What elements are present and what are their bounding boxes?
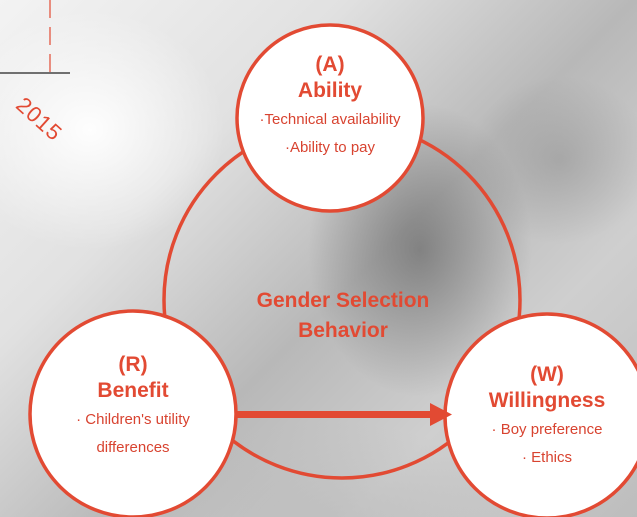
center-label-line1: Gender Selection	[256, 289, 430, 312]
ability-item-1: ·Technical availability	[259, 111, 401, 128]
center-label-line2: Behavior	[298, 319, 388, 342]
benefit-item-2: differences	[96, 439, 170, 456]
center-label: Gender Selection Behavior	[193, 286, 493, 346]
ability-node: (A) Ability ·Technical availability ·Abi…	[237, 52, 423, 162]
willingness-node: (W) Willingness · Boy preference · Ethic…	[454, 362, 637, 472]
ability-letter: (A)	[315, 53, 345, 76]
benefit-title: Benefit	[97, 379, 169, 402]
willingness-letter: (W)	[530, 363, 564, 386]
ability-circle	[235, 23, 425, 213]
right-arrow-icon	[236, 403, 452, 426]
willingness-title: Willingness	[488, 389, 606, 412]
benefit-letter: (R)	[118, 353, 148, 376]
benefit-node: (R) Benefit · Children's utility differe…	[40, 352, 226, 462]
willingness-item-2: · Ethics	[521, 449, 572, 466]
benefit-item-1: · Children's utility	[76, 411, 190, 428]
willingness-item-1: · Boy preference	[491, 421, 603, 438]
ability-title: Ability	[297, 79, 363, 102]
ability-item-2: ·Ability to pay	[284, 139, 376, 156]
